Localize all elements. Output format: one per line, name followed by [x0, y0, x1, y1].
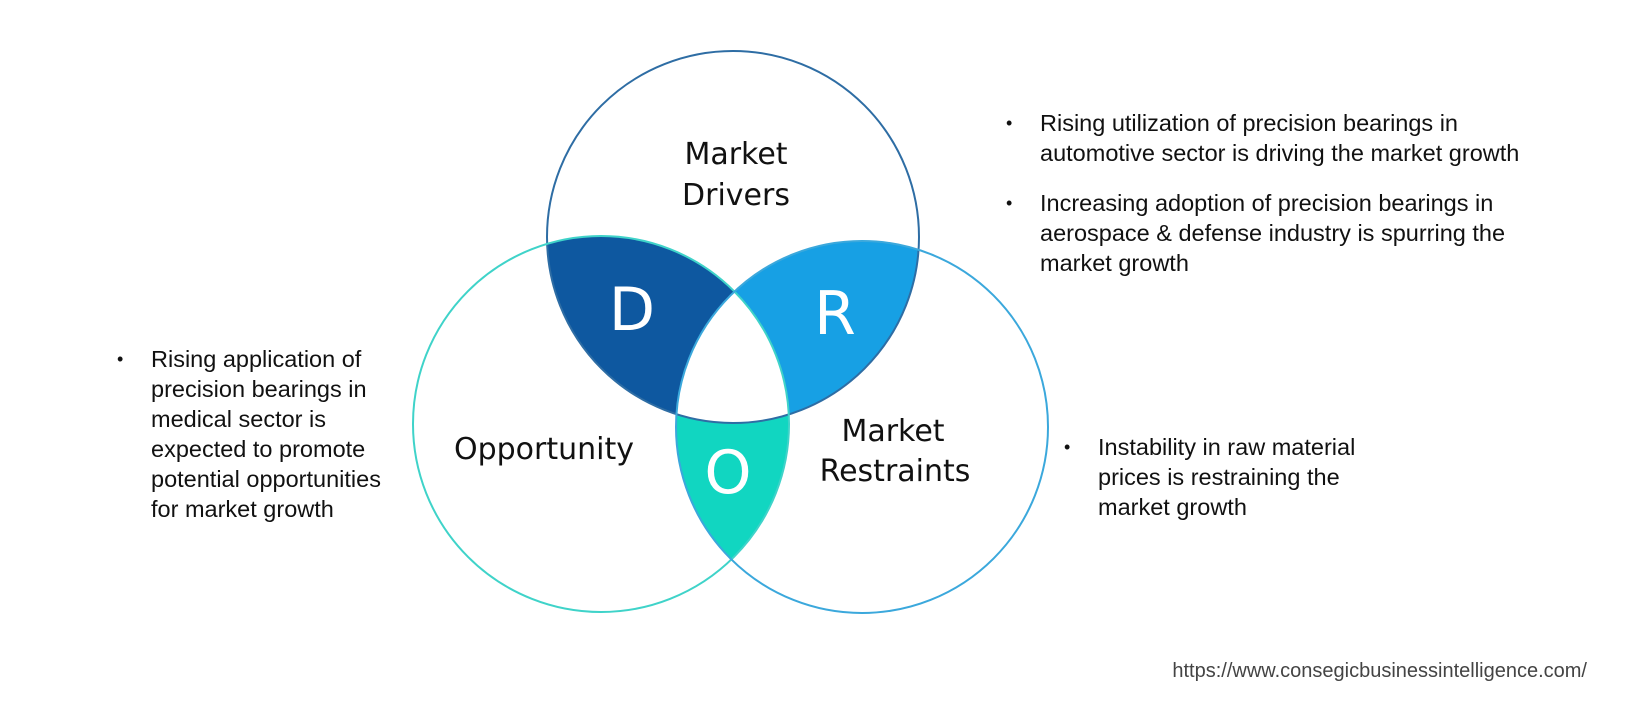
restraints-title-line-2: Restraints — [820, 454, 971, 489]
overlap-letter-d: D — [609, 275, 655, 345]
source-url-text: https://www.consegicbusinessintelligence… — [1172, 660, 1587, 682]
opportunity-bullet-list: Rising application of precision bearings… — [117, 344, 407, 544]
drivers-bullet-list: Rising utilization of precision bearings… — [1006, 108, 1526, 298]
drivers-circle — [546, 50, 920, 424]
overlap-drivers-opportunity — [547, 236, 789, 423]
drivers-bullet-item: Increasing adoption of precision bearing… — [1006, 188, 1526, 278]
drivers-title-line-2: Drivers — [682, 178, 790, 213]
overlap-letter-o: O — [704, 438, 751, 508]
restraints-bullet-list: Instability in raw material prices is re… — [1064, 432, 1404, 542]
restraints-circle — [675, 240, 1049, 614]
restraints-bullet-item: Instability in raw material prices is re… — [1064, 432, 1404, 522]
restraints-title-line-1: Market — [841, 414, 944, 449]
opportunity-title: Opportunity — [454, 432, 634, 467]
opportunity-bullet-item: Rising application of precision bearings… — [117, 344, 407, 524]
drivers-title-line-1: Market — [684, 137, 787, 172]
drivers-bullet-item: Rising utilization of precision bearings… — [1006, 108, 1526, 168]
opportunity-circle — [412, 235, 790, 613]
overlap-drivers-restraints — [676, 241, 919, 423]
overlap-letter-r: R — [814, 279, 856, 349]
